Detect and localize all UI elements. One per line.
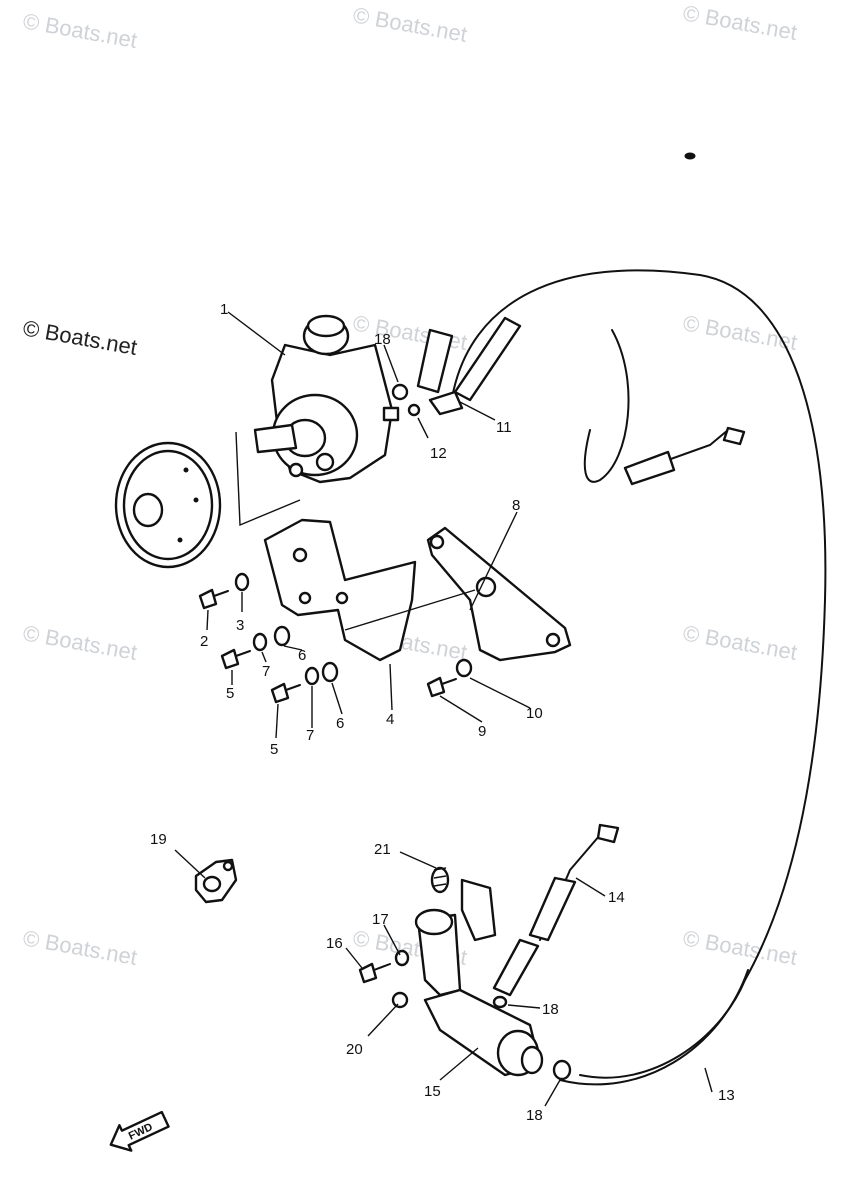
callout-5: 5 (270, 741, 278, 758)
hose-14 (492, 823, 620, 997)
callout-10: 10 (526, 705, 543, 722)
pump-bracket (263, 518, 417, 662)
watermark: © Boats.net (21, 315, 139, 360)
leader (344, 589, 476, 631)
leader-lines (174, 311, 713, 1107)
callout-6: 6 (298, 647, 306, 664)
callout-3: 3 (236, 617, 244, 634)
ink-dot (684, 152, 696, 160)
watermark: © Boats.net (21, 8, 139, 53)
callout-18: 18 (542, 1001, 559, 1018)
callout-15: 15 (424, 1083, 441, 1100)
return-hose-13-inner (559, 969, 749, 1086)
callout-7: 7 (262, 663, 270, 680)
callout-5: 5 (226, 685, 234, 702)
callout-8: 8 (512, 497, 520, 514)
callout-13: 13 (718, 1087, 735, 1104)
callout-21: 21 (374, 841, 391, 858)
callout-6: 6 (336, 715, 344, 732)
forward-direction-arrow: FWD (109, 1110, 170, 1152)
power-steering-pump-1 (253, 314, 421, 484)
callout-16: 16 (326, 935, 343, 952)
callout-12: 12 (430, 445, 447, 462)
callout-19: 19 (150, 831, 167, 848)
hose-clamp-19 (194, 858, 238, 904)
callout-18: 18 (526, 1107, 543, 1124)
pulley (114, 441, 222, 569)
watermark: © Boats.net (681, 0, 799, 45)
watermark: © Boats.net (681, 620, 799, 665)
cooler-assembly-15 (358, 866, 572, 1081)
callout-20: 20 (346, 1041, 363, 1058)
watermark: © Boats.net (21, 620, 139, 665)
pressure-hose-11 (416, 316, 746, 486)
gasket-outline (235, 431, 301, 527)
callout-2: 2 (200, 633, 208, 650)
watermark: © Boats.net (21, 925, 139, 970)
callout-14: 14 (608, 889, 625, 906)
callout-18: 18 (374, 331, 391, 348)
callout-11: 11 (496, 419, 512, 436)
callout-9: 9 (478, 723, 486, 740)
callout-4: 4 (386, 711, 394, 728)
callout-17: 17 (372, 911, 389, 928)
return-hose-13-loop (583, 329, 630, 483)
watermark: © Boats.net (351, 2, 469, 47)
callout-numbers: 1 2 3 4 5 5 6 6 7 7 8 9 10 11 12 13 14 1… (150, 301, 735, 1124)
adjusting-arm-8 (426, 526, 572, 662)
callout-1: 1 (220, 301, 228, 318)
watermark: © Boats.net (681, 310, 799, 355)
callout-7: 7 (306, 727, 314, 744)
watermark: © Boats.net (681, 925, 799, 970)
bolts-and-washers (198, 572, 473, 704)
